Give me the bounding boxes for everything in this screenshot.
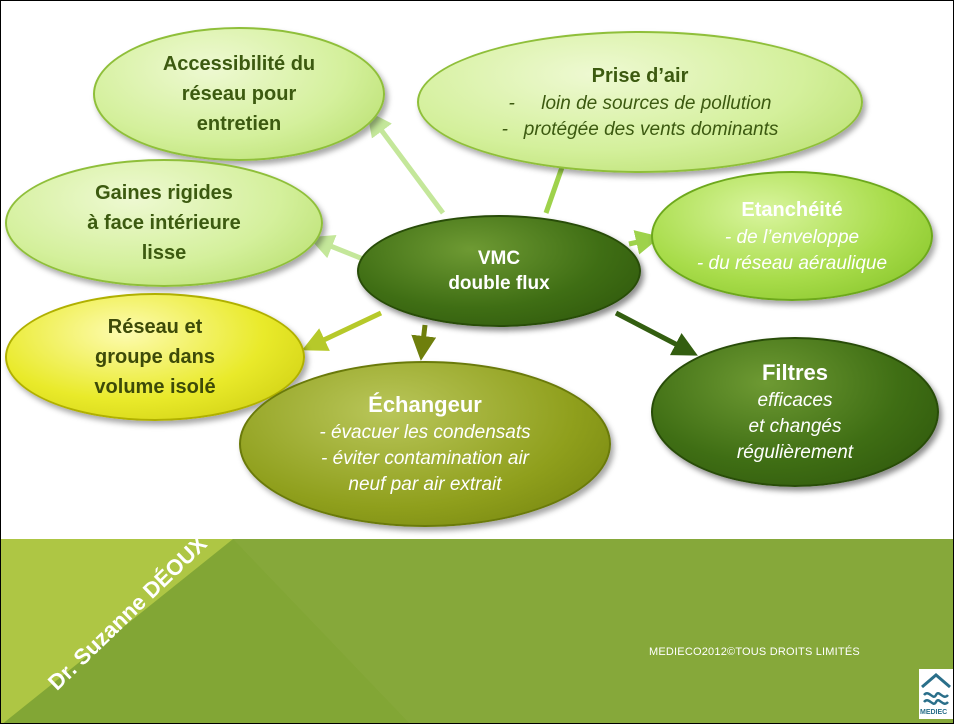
node-echangeur-item3: neuf par air extrait: [348, 474, 502, 495]
node-accessibilite-line3: entretien: [196, 113, 282, 135]
arrow-to-etanch: [628, 230, 661, 255]
node-accessibilite-line2: réseau pour: [181, 83, 297, 105]
arrow-to-echangeur: [411, 324, 437, 361]
node-prise-air-item1: - loin de sources de pollution: [508, 93, 772, 114]
node-prise-air-title: Prise d’air: [591, 65, 689, 87]
footer-triangle: [1, 539, 410, 723]
node-center-vmc: VMC double flux: [357, 215, 641, 327]
footer-band: [1, 539, 953, 723]
node-accessibilite-line1: Accessibilité du: [162, 53, 316, 75]
node-gaines-line1: Gaines rigides: [95, 182, 233, 204]
node-reseau-line2: groupe dans: [94, 346, 215, 368]
node-prise-air: Prise d’air - loin de sources de polluti…: [417, 31, 863, 173]
node-reseau-line3: volume isolé: [94, 376, 216, 398]
node-echangeur-item2: - éviter contamination air: [320, 448, 530, 469]
node-reseau-line1: Réseau et: [107, 316, 203, 338]
arrow-to-filtres: [614, 310, 698, 356]
node-filtres-item2: et changés: [748, 416, 842, 437]
node-echangeur: Échangeur - évacuer les condensats - évi…: [239, 361, 611, 527]
node-etancheite-title: Etanchéité: [741, 199, 843, 221]
logo-label: MEDIEC: [920, 709, 948, 716]
node-etancheite-item1: - de l’enveloppe: [724, 227, 860, 248]
node-filtres-item1: efficaces: [757, 390, 833, 411]
copyright-text: MEDIECO2012©TOUS DROITS LIMITÉS: [649, 646, 860, 658]
node-prise-air-item2: - protégée des vents dominants: [501, 119, 779, 140]
center-line2: double flux: [448, 273, 550, 294]
arrow-to-reseau: [301, 310, 383, 351]
node-filtres-item3: régulièrement: [736, 442, 854, 463]
node-filtres: Filtres efficaces et changés régulièreme…: [651, 337, 939, 487]
node-reseau: Réseau et groupe dans volume isolé: [5, 293, 305, 421]
center-line1: VMC: [477, 248, 521, 269]
node-echangeur-item1: - évacuer les condensats: [319, 422, 531, 443]
node-etancheite: Etanchéité - de l’enveloppe - du réseau …: [651, 171, 933, 301]
node-gaines: Gaines rigides à face intérieure lisse: [5, 159, 323, 287]
node-echangeur-title: Échangeur: [368, 392, 482, 417]
arrow-to-acces: [367, 110, 446, 215]
node-etancheite-item2: - du réseau aéraulique: [696, 253, 888, 274]
node-gaines-line3: lisse: [141, 242, 187, 264]
node-gaines-line2: à face intérieure: [87, 212, 241, 234]
node-filtres-title: Filtres: [761, 360, 829, 385]
node-accessibilite: Accessibilité du réseau pour entretien: [93, 27, 385, 161]
medieco-logo: [919, 669, 953, 719]
medieco-logo-icon: [921, 673, 951, 705]
